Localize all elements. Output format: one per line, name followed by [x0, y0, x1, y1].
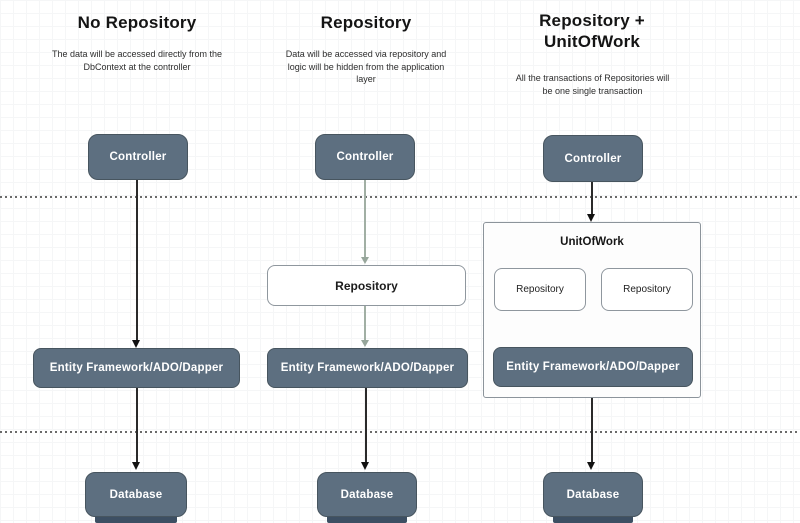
arrow-down-icon — [587, 214, 595, 222]
arrow-line-col2-ef-to-db — [365, 388, 367, 463]
column-description-repository-unitofwork: All the transactions of Repositories wil… — [515, 73, 670, 96]
controller-node-col3: Controller — [543, 135, 643, 182]
database-node-col3: Database — [543, 472, 643, 517]
database-node-col2: Database — [317, 472, 417, 517]
arrow-line-col3-controller-to-uow — [591, 182, 593, 215]
controller-node-col2: Controller — [315, 134, 415, 180]
unitofwork-label: UnitOfWork — [560, 236, 624, 248]
arrow-down-icon — [132, 462, 140, 470]
arrow-down-icon — [361, 462, 369, 470]
column-description-no-repository: The data will be accessed directly from … — [51, 49, 223, 72]
column-title-repository-unitofwork: Repository + UnitOfWork — [539, 11, 645, 52]
repository-node-uow-2: Repository — [601, 268, 693, 311]
ef-node-col3: Entity Framework/ADO/Dapper — [493, 347, 693, 387]
arrow-down-icon — [361, 257, 369, 264]
arrow-line-col3-uow-to-db — [591, 398, 593, 463]
column-title-no-repository: No Repository — [77, 13, 197, 32]
arrow-line-col1-ef-to-db — [136, 388, 138, 463]
arrow-down-icon — [132, 340, 140, 348]
database-node-col1: Database — [85, 472, 187, 517]
column-title-repository: Repository — [320, 13, 412, 32]
controller-node-col1: Controller — [88, 134, 188, 180]
ef-node-col1: Entity Framework/ADO/Dapper — [33, 348, 240, 388]
arrow-down-icon — [361, 340, 369, 347]
repository-node-col2: Repository — [267, 265, 466, 306]
arrow-line-col1-controller-to-ef — [136, 180, 138, 341]
arrow-down-icon — [587, 462, 595, 470]
repository-node-uow-1: Repository — [494, 268, 586, 311]
arrow-line-col2-controller-to-repo — [364, 180, 366, 257]
arrow-line-col2-repo-to-ef — [364, 306, 366, 340]
tier-divider-top — [0, 196, 800, 198]
tier-divider-bottom — [0, 431, 800, 433]
ef-node-col2: Entity Framework/ADO/Dapper — [267, 348, 468, 388]
column-description-repository: Data will be accessed via repository and… — [285, 49, 447, 85]
unitofwork-container: UnitOfWork Repository Repository Entity … — [483, 222, 701, 398]
